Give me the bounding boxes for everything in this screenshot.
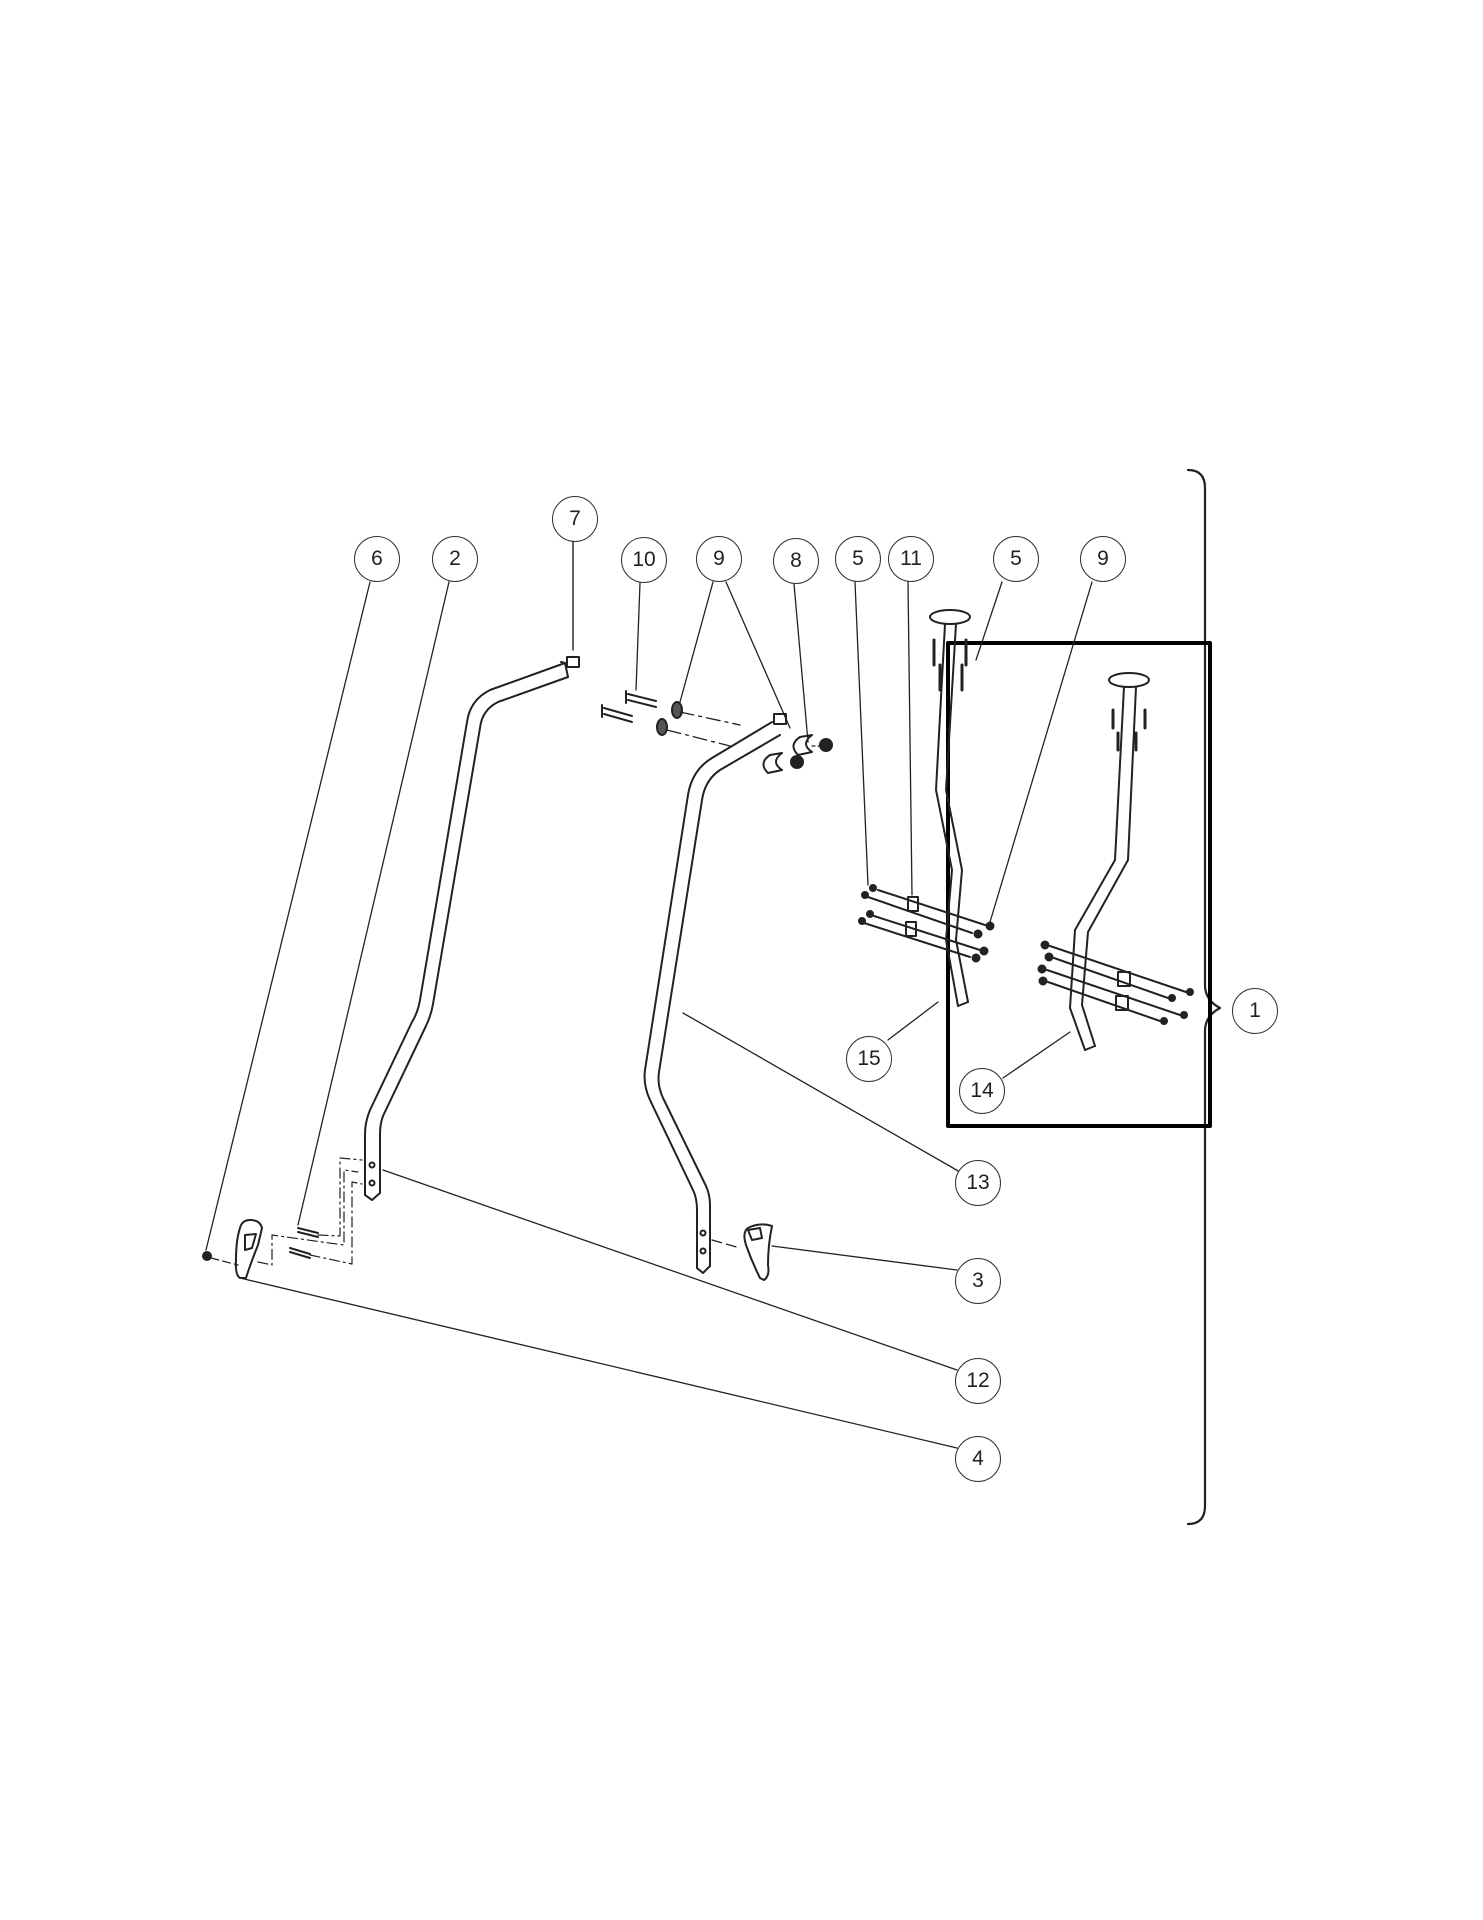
detail-frame: [946, 641, 1212, 1128]
callout-15: 15: [846, 1036, 892, 1082]
handle-assembly-15: [858, 609, 995, 1007]
callout-4: 4: [955, 1436, 1001, 1482]
callout-10: 10: [621, 537, 667, 583]
callout-8: 8: [773, 538, 819, 584]
callout-5: 5: [835, 536, 881, 582]
callout-7: 7: [552, 496, 598, 542]
left-grip-hardware: [202, 1157, 363, 1279]
callout-11: 11: [888, 536, 934, 582]
upper-hardware: [601, 690, 833, 774]
callout-3: 3: [955, 1258, 1001, 1304]
callout-13: 13: [955, 1160, 1001, 1206]
assembly-bracket: [1186, 468, 1222, 1526]
callout-9-b: 9: [1080, 536, 1126, 582]
leader-lines: [205, 581, 1093, 1449]
callout-1: 1: [1232, 988, 1278, 1034]
callout-9: 9: [696, 536, 742, 582]
left-handle-tube: [364, 661, 569, 1201]
callout-6: 6: [354, 536, 400, 582]
right-grip: [711, 1223, 773, 1281]
handle-assembly-14: [1037, 672, 1194, 1051]
tube-plug: [566, 656, 580, 668]
callout-5-b: 5: [993, 536, 1039, 582]
callout-12: 12: [955, 1358, 1001, 1404]
callout-14: 14: [959, 1068, 1005, 1114]
right-handle-tube: [643, 713, 787, 1274]
callout-2: 2: [432, 536, 478, 582]
